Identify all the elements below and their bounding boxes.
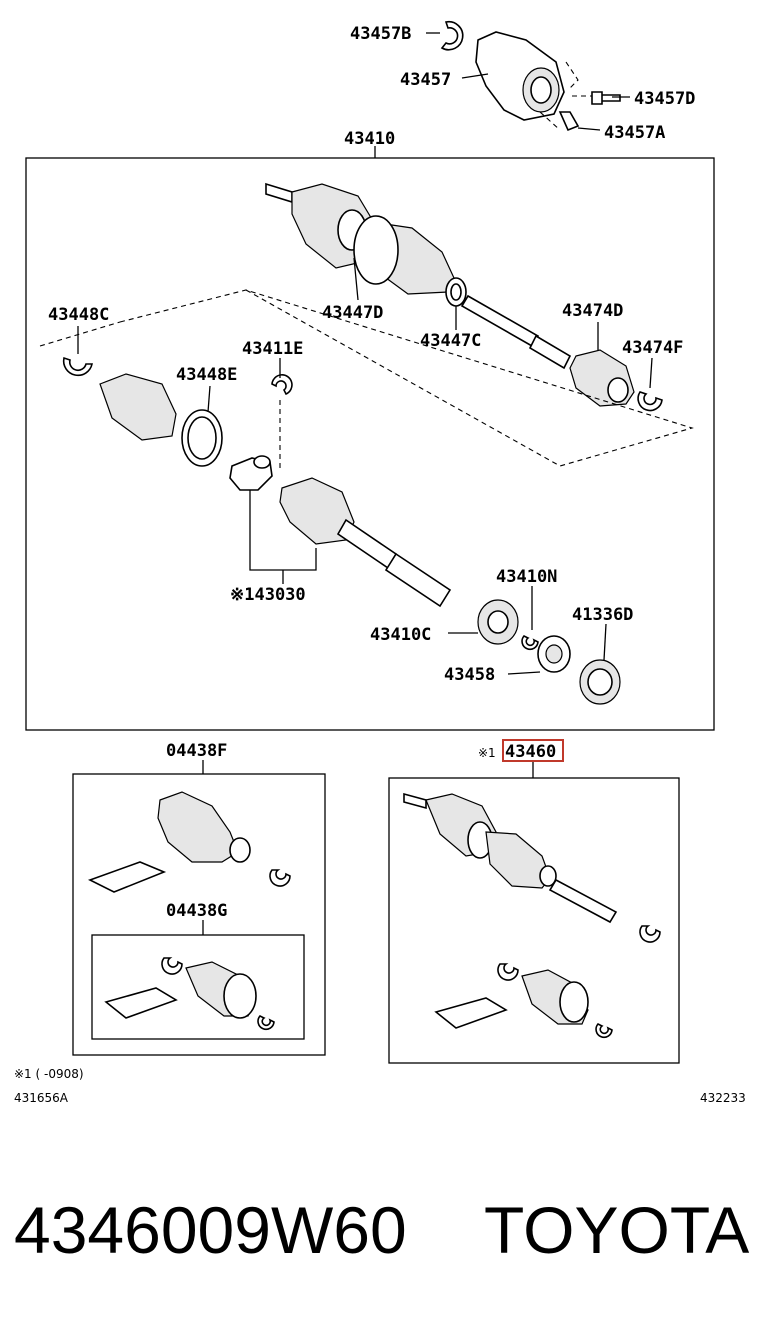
bearing-43410c-inner [487,610,509,634]
snap-ring-43411e [271,374,293,396]
label-43474d: 43474D [562,301,623,321]
leader-43448e [207,385,211,413]
kit-g-clamp-large [223,973,257,1019]
snap-ring-43410n [521,635,539,651]
label-43460-prefix: ※1 [478,746,496,760]
part-footer: 4346009W60 TOYOTA [0,1185,760,1285]
highlight-43460 [502,739,564,762]
bolt-43457d [591,91,621,105]
label-43410c: 43410C [370,625,431,645]
clamp-43474f [637,391,663,412]
asm-stub [403,792,427,810]
clamp-43448e-inner [187,416,217,460]
inboard-spline [384,552,452,608]
label-43447d: 43447D [322,303,383,323]
label-43410: 43410 [344,129,395,149]
label-43474f: 43474F [622,338,683,358]
inboard-joint [62,326,452,608]
asm-kit-clamp [497,963,519,981]
brand-name: TOYOTA [484,1193,750,1267]
label-43410n: 43410N [496,567,557,587]
leader-43474f [649,357,653,389]
inboard-boot [99,373,177,441]
asm-kit-clip [595,1023,613,1039]
part-number: 4346009W60 [14,1193,407,1267]
label-43457: 43457 [400,70,451,90]
bearing-bracket-assembly [426,20,630,132]
label-04438g: 04438G [166,901,227,921]
leader-43457a [577,127,601,131]
shaft-spline [528,334,572,370]
kit-f-grease-packet [87,861,167,893]
footnote: ※1 ( -0908) [14,1067,84,1081]
boot-kit-04438f [87,791,291,893]
kit-g-clamp-small [257,1015,275,1031]
main-assembly-box [25,157,715,731]
label-43448c: 43448C [48,305,109,325]
shaft-assembly-43460 [403,792,661,1039]
leader-43458 [507,671,541,675]
exploded-region-outline [39,289,694,467]
bracket-43030 [249,490,317,584]
label-43457a: 43457A [604,123,665,143]
asm-shaft [548,878,618,924]
ring-43458-inner [545,644,563,664]
leader-41336d [603,623,607,661]
ref-code-right: 432233 [700,1091,746,1105]
label-43457d: 43457D [634,89,695,109]
label-43411e: 43411E [242,339,303,359]
bolt-43457a [558,111,580,132]
label-43460: 43460 [505,742,556,762]
label-04438f: 04438F [166,741,227,761]
label-43457b: 43457B [350,24,411,44]
kit-g-grease-packet [104,987,178,1019]
damper-bore [607,377,629,403]
label-43447c: 43447C [420,331,481,351]
leader-43457 [461,73,489,79]
outboard-joint [265,182,663,412]
boot-kit-box-04438f [72,773,326,1056]
parts-diagram: 43457B 43457 43457D 43457A 43410 43448C … [14,20,746,1105]
label-43030: ※143030 [230,585,306,605]
snap-ring-43457b [440,20,464,51]
kit-f-clamp-ring [269,869,291,887]
kit-f-boot [157,791,239,863]
bracket-dash-lines [539,61,592,131]
tripod-roller [253,455,271,469]
boot-clamp-43447c-inner [450,283,462,301]
label-43458: 43458 [444,665,495,685]
boot-kit-box-04438g [91,934,305,1040]
leader-43447d [353,257,359,301]
asm-kit-clamp-large [559,981,589,1023]
asm-kit-grease-packet [434,997,508,1029]
part-labels: 43457B 43457 43457D 43457A 43410 43448C … [14,24,746,1105]
boot-clamp-43447d [353,215,399,285]
label-43448e: 43448E [176,365,237,385]
shaft-assembly-box-43460 [388,777,680,1064]
inboard-shaft [336,518,398,570]
bracket-bore-inner [530,76,552,104]
asm-clamp [539,865,557,887]
kit-f-clamp-small [229,837,251,863]
seal-41336d-inner [587,668,613,696]
label-41336d: 41336D [572,605,633,625]
clamp-43448c [62,356,93,377]
kit-g-clamp-top [161,957,183,975]
ref-code-left: 431656A [14,1091,69,1105]
asm-clip [639,925,661,943]
boot-kit-04438g [104,957,275,1031]
bearing-parts [448,586,621,705]
outboard-stub [265,182,293,204]
